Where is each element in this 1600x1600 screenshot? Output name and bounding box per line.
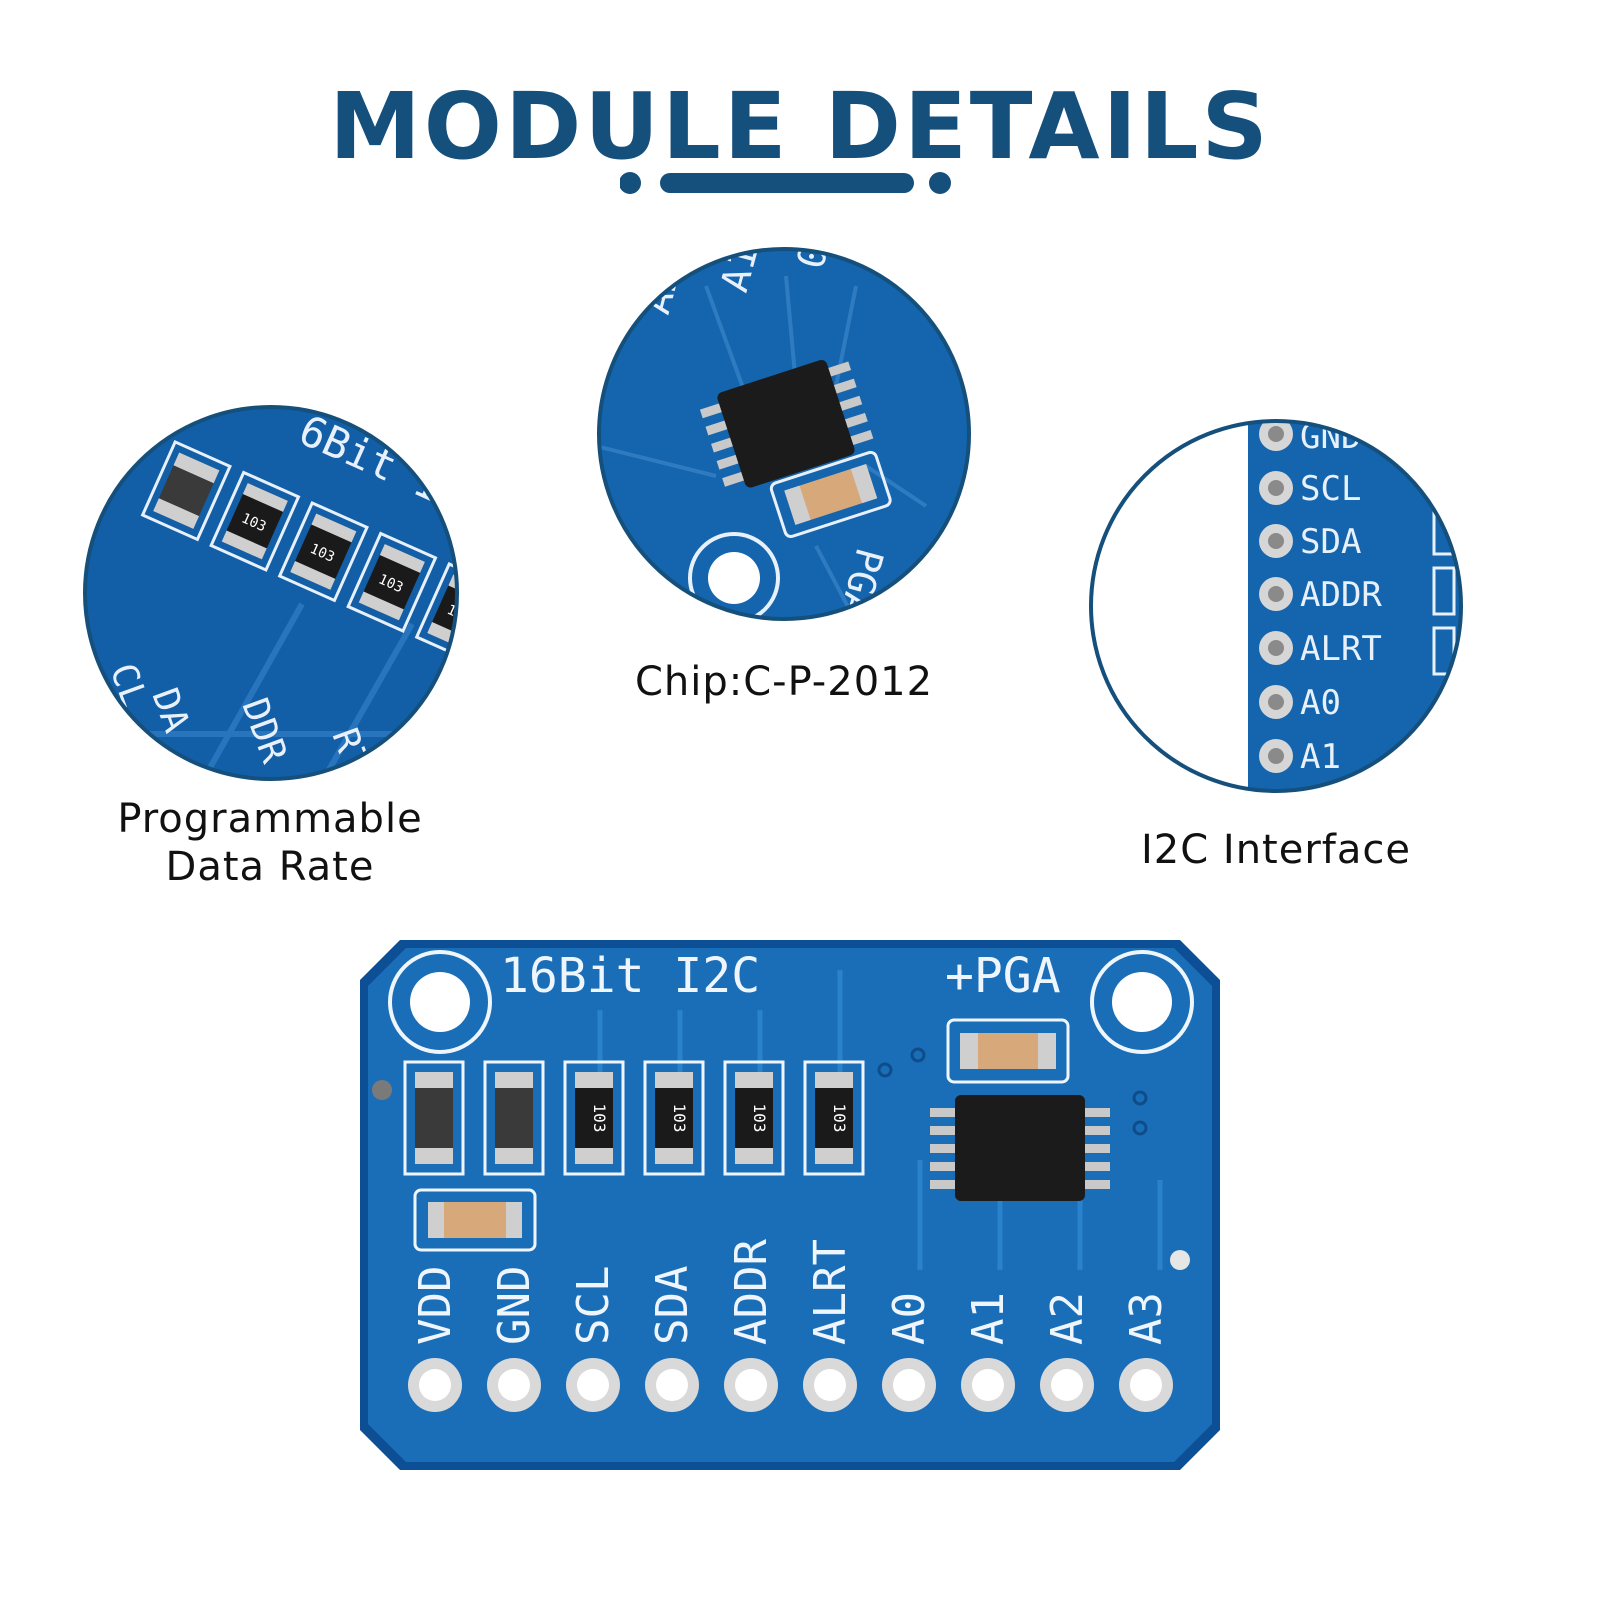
svg-text:ADDR: ADDR bbox=[1300, 575, 1382, 615]
board-resistor-code: 103 bbox=[830, 1104, 849, 1133]
board-pin-label: A0 bbox=[884, 1292, 935, 1345]
svg-text:SCL: SCL bbox=[1300, 469, 1361, 509]
board-component-row: 103 103 103 103 bbox=[403, 1060, 865, 1176]
zoom3-pin-sda: SDA bbox=[1259, 522, 1361, 562]
zoom2-chip bbox=[699, 360, 874, 488]
zoom3-pin-addr: ADDR bbox=[1259, 575, 1382, 615]
board-top-capacitor bbox=[946, 1018, 1070, 1084]
board-pin-label: VDD bbox=[410, 1266, 461, 1345]
board-pin-vdd: VDD bbox=[408, 1266, 462, 1412]
board-pin-addr: ADDR bbox=[724, 1239, 778, 1412]
board-bottom-capacitor bbox=[413, 1188, 537, 1252]
svg-text:ALRT: ALRT bbox=[1300, 629, 1382, 669]
board-pin-label: SDA bbox=[647, 1266, 698, 1345]
board-resistor-2: 103 bbox=[643, 1060, 705, 1176]
board-mount-hole-right bbox=[1090, 950, 1194, 1054]
zoom2-capacitor bbox=[769, 450, 892, 539]
page-title: MODULE DETAILS bbox=[0, 72, 1600, 182]
board-capacitor-2 bbox=[483, 1060, 545, 1176]
board-pin-alrt: ALRT bbox=[803, 1239, 857, 1412]
board-capacitor-1 bbox=[403, 1060, 465, 1176]
board-pin-label: A1 bbox=[963, 1292, 1014, 1345]
board-pin-label: SCL bbox=[568, 1266, 619, 1345]
caption-data-rate-line1: Programmable bbox=[117, 796, 423, 842]
zoom3-pin-a0: A0 bbox=[1259, 683, 1341, 723]
board-pin-a2: A2 bbox=[1040, 1292, 1094, 1412]
board-resistor-3: 103 bbox=[723, 1060, 785, 1176]
svg-text:A1: A1 bbox=[1300, 737, 1341, 777]
board-resistor-code: 103 bbox=[590, 1104, 609, 1133]
board-pin-header: VDD GND SCL SDA ADDR ALRT A0 A1 A2 A3 bbox=[408, 1239, 1173, 1412]
caption-chip: Chip:C-P-2012 bbox=[584, 658, 984, 706]
board-pin-a1: A1 bbox=[961, 1292, 1015, 1412]
caption-data-rate-line2: Data Rate bbox=[165, 844, 375, 890]
caption-chip-text: Chip:C-P-2012 bbox=[634, 659, 934, 705]
title-underline-decoration bbox=[620, 172, 951, 194]
board-pin-label: ALRT bbox=[805, 1239, 856, 1345]
title-text: MODULE DETAILS bbox=[329, 73, 1271, 180]
zoom-chip-image: A2 A1 0 PGA bbox=[597, 247, 971, 621]
board-pin-label: A2 bbox=[1042, 1292, 1093, 1345]
svg-text:A0: A0 bbox=[1300, 683, 1341, 723]
zoom-resistors-image: 6Bit I2 103 103 103 bbox=[83, 405, 459, 781]
zoom3-pin-alrt: ALRT bbox=[1259, 629, 1382, 669]
board-pin-gnd: GND bbox=[487, 1266, 541, 1412]
board-adc-chip bbox=[930, 1095, 1110, 1201]
board-silk-right: +PGA bbox=[945, 948, 1061, 1004]
board-pin-a0: A0 bbox=[882, 1292, 936, 1412]
board-resistor-4: 103 bbox=[803, 1060, 865, 1176]
zoom3-pin-a1: A1 bbox=[1259, 737, 1341, 777]
board-mount-hole-left bbox=[388, 950, 492, 1054]
adc-module-board: 16Bit I2C +PGA 103 103 103 103 bbox=[360, 940, 1220, 1470]
board-resistor-code: 103 bbox=[750, 1104, 769, 1133]
zoom3-pin-scl: SCL bbox=[1259, 469, 1361, 509]
board-pin-label: A3 bbox=[1121, 1292, 1172, 1345]
zoom-i2c-image: GND SCL SDA ADDR ALRT A0 bbox=[1089, 419, 1463, 793]
svg-text:SDA: SDA bbox=[1300, 522, 1361, 562]
caption-i2c-text: I2C Interface bbox=[1141, 827, 1411, 873]
board-pin-label: ADDR bbox=[726, 1239, 777, 1345]
zoom3-pin-list: GND SCL SDA ADDR ALRT A0 bbox=[1259, 421, 1382, 777]
board-resistor-1: 103 bbox=[563, 1060, 625, 1176]
zoom2-mount-hole bbox=[688, 532, 780, 619]
board-silk-left: 16Bit I2C bbox=[500, 948, 760, 1004]
caption-data-rate: Programmable Data Rate bbox=[70, 795, 470, 891]
board-pin-a3: A3 bbox=[1119, 1292, 1173, 1412]
board-pin-sda: SDA bbox=[645, 1266, 699, 1412]
board-resistor-code: 103 bbox=[670, 1104, 689, 1133]
caption-i2c: I2C Interface bbox=[1076, 826, 1476, 874]
board-pin-scl: SCL bbox=[566, 1266, 620, 1412]
board-pin-label: GND bbox=[489, 1266, 540, 1345]
zoom1-resistor-row: 103 103 103 103 bbox=[140, 439, 457, 664]
